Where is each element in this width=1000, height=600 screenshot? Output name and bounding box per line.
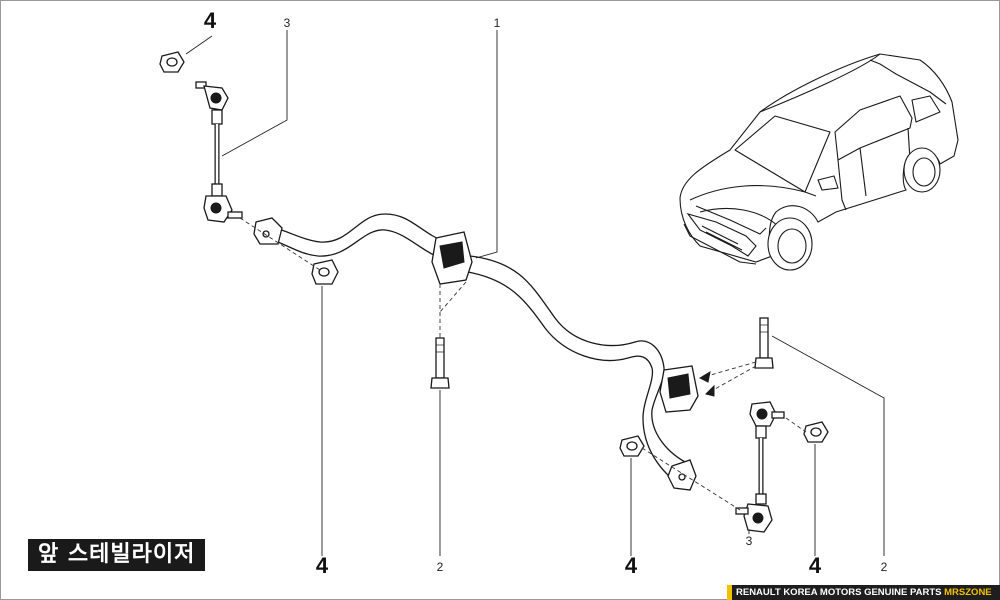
callout-stabilizer-bar: 1	[494, 16, 501, 30]
callout-nut-top-left: 4	[204, 8, 217, 33]
nut-top-left	[159, 51, 185, 73]
callout-nut-left: 4	[316, 553, 329, 578]
assembly-lines	[239, 217, 807, 511]
bolt-center	[430, 337, 450, 389]
assembly-arrows	[698, 370, 715, 397]
vehicle-illustration	[679, 53, 959, 271]
callout-link-left: 3	[284, 16, 291, 30]
stabilizer-link-right	[735, 401, 785, 533]
nut-right-lower	[619, 435, 645, 457]
footer-banner: RENAULT KOREA MOTORS GENUINE PARTS MRSZO…	[727, 585, 1000, 600]
callout-nut-right-lower: 4	[625, 553, 638, 578]
nut-right	[803, 421, 829, 443]
callout-nut-right: 4	[809, 553, 822, 578]
footer-text: RENAULT KOREA MOTORS GENUINE PARTS	[736, 587, 945, 598]
stabilizer-bar	[253, 213, 699, 491]
callout-link-right: 3	[746, 534, 753, 548]
footer-brand: MRSZONE	[944, 587, 992, 598]
leader-lines	[185, 30, 885, 556]
diagram-title: 앞 스테빌라이저	[28, 539, 206, 571]
bolt-right	[754, 317, 774, 369]
callout-bolt-right: 2	[881, 560, 888, 574]
nut-left	[311, 259, 339, 285]
stabilizer-link-left	[195, 81, 243, 223]
callout-bolt-center: 2	[437, 560, 444, 574]
